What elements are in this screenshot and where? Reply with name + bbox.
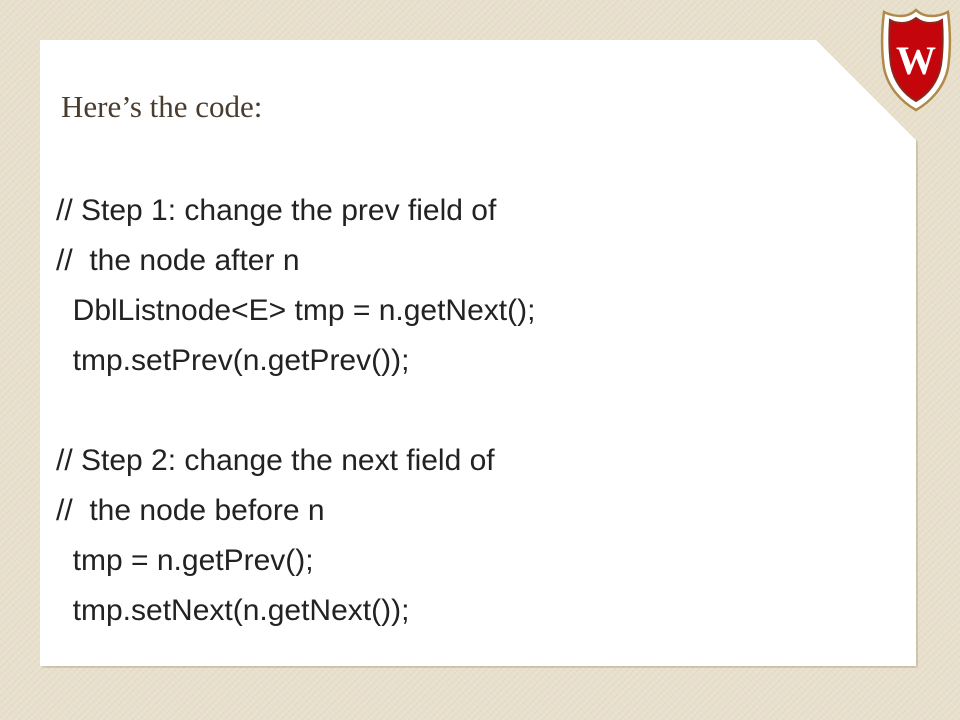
crest-letter: W xyxy=(896,38,936,83)
code-line-7: // the node before n xyxy=(56,494,325,527)
code-line-blank xyxy=(56,386,535,436)
uw-crest-icon: W xyxy=(880,8,952,112)
crest-shield xyxy=(888,16,944,103)
code-line-8: tmp = n.getPrev(); xyxy=(56,544,314,577)
code-line-3: DblListnode<E> tmp = n.getNext(); xyxy=(56,294,536,327)
code-line-9: tmp.setNext(n.getNext()); xyxy=(56,594,410,627)
code-line-2: // the node after n xyxy=(56,244,300,277)
slide-title: Here’s the code: xyxy=(61,89,263,124)
slide-content-card xyxy=(40,40,916,666)
code-line-1: // Step 1: change the prev field of xyxy=(56,194,497,227)
code-line-6: // Step 2: change the next field of xyxy=(56,444,495,477)
code-line-4: tmp.setPrev(n.getPrev()); xyxy=(56,344,410,377)
code-block: // Step 1: change the prev field of // t… xyxy=(56,186,535,636)
